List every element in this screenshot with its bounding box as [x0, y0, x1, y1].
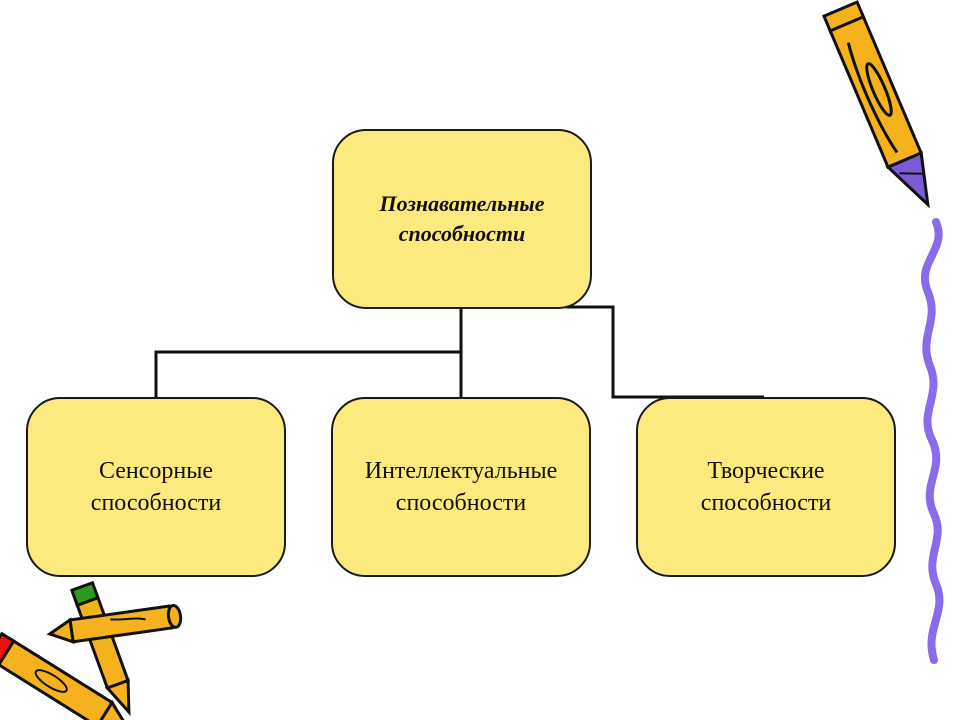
root-node-label: Познавательные способности: [379, 191, 545, 246]
child-node-creative-abilities: Творческие способности: [636, 397, 896, 577]
child-node-sensory-abilities: Сенсорные способности: [26, 397, 286, 577]
root-node-cognitive-abilities: Познавательные способности: [332, 129, 592, 309]
child-node-label: Интеллектуальные способности: [364, 457, 558, 516]
connector-to-sensory: [154, 309, 463, 397]
child-node-intellectual-abilities: Интеллектуальные способности: [331, 397, 591, 577]
child-node-label: Сенсорные способности: [90, 457, 222, 516]
child-node-label: Творческие способности: [700, 457, 832, 516]
